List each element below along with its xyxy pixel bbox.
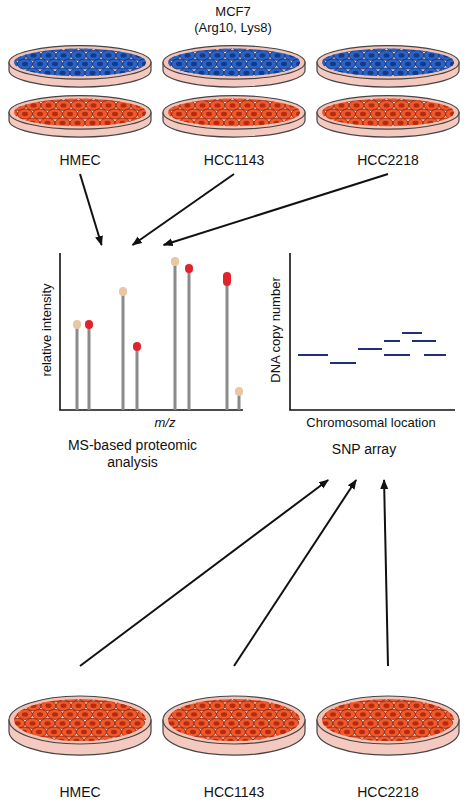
culture-dish xyxy=(5,688,155,768)
culture-dish xyxy=(313,40,463,96)
culture-dish: HMEC xyxy=(5,668,155,804)
node-label: HCC1143 xyxy=(159,152,309,169)
node-label: SNP array xyxy=(289,441,439,458)
flow-arrow xyxy=(133,174,234,245)
culture-dish xyxy=(313,688,463,768)
culture-dish: HCC2218 xyxy=(313,668,463,804)
axis-label: Chromosomal location xyxy=(306,415,435,431)
node-label: HCC2218 xyxy=(313,784,463,801)
culture-dish xyxy=(159,40,309,96)
flow-arrow xyxy=(234,480,356,666)
flow-arrow xyxy=(80,174,102,245)
culture-dish xyxy=(313,90,463,146)
node-label: MS-based proteomic analysis xyxy=(58,437,208,471)
node-label: HMEC xyxy=(5,784,155,801)
dish-pair: HCC2218 xyxy=(313,40,463,172)
axis-label: m/z xyxy=(155,415,176,431)
flow-arrow xyxy=(80,480,328,666)
node-label: HMEC xyxy=(5,152,155,169)
axis-label: DNA copy number xyxy=(268,277,284,383)
cell-line-label: MCF7 xyxy=(215,4,250,20)
culture-dish xyxy=(159,90,309,146)
culture-dish xyxy=(5,90,155,146)
culture-dish xyxy=(159,688,309,768)
flow-arrow xyxy=(164,174,388,245)
culture-dish: HCC1143 xyxy=(159,668,309,804)
axis-label: relative intensity xyxy=(39,283,55,376)
node-label: HCC2218 xyxy=(313,152,463,169)
node-label: HCC1143 xyxy=(159,784,309,801)
dish-pair: HCC1143 xyxy=(159,40,309,172)
culture-dish xyxy=(5,40,155,96)
flow-arrow xyxy=(384,480,388,666)
dish-pair: HMEC xyxy=(5,40,155,172)
isotope-label: (Arg10, Lys8) xyxy=(194,20,272,36)
